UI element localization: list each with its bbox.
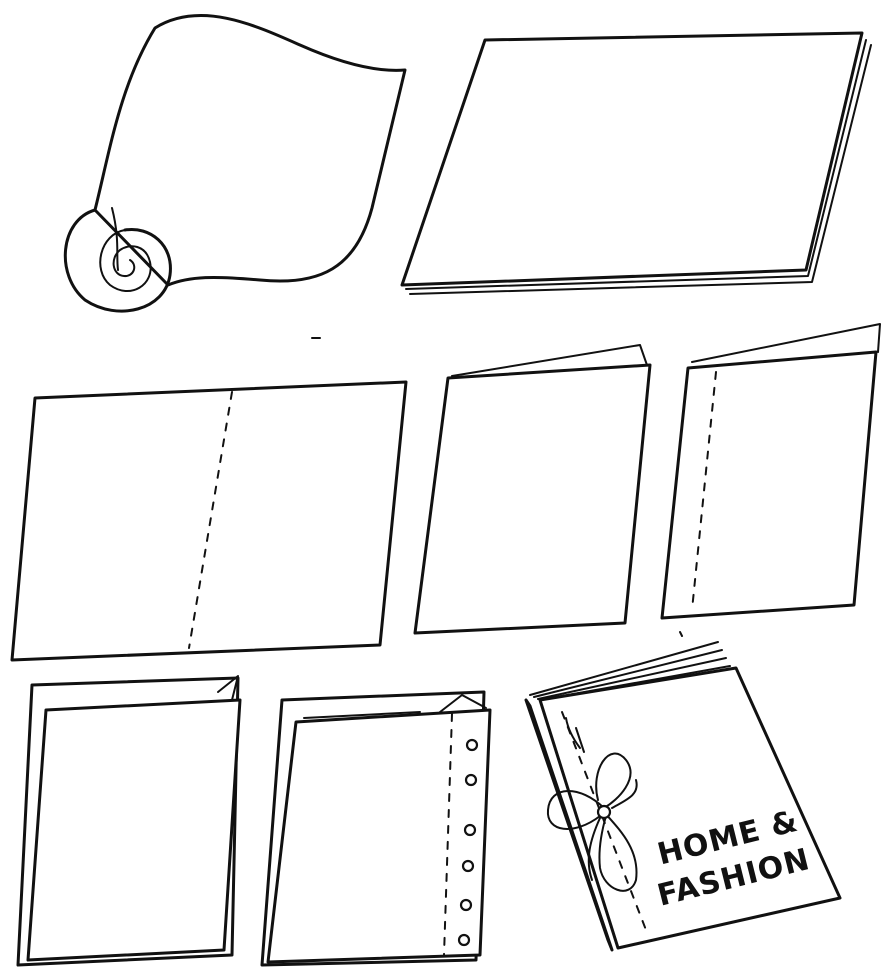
punch-hole — [465, 825, 475, 835]
punch-hole — [467, 740, 477, 750]
pen-mark — [680, 632, 682, 636]
punched-signature — [262, 692, 490, 965]
punch-hole — [466, 775, 476, 785]
punch-hole — [463, 861, 473, 871]
signature-with-cover — [18, 676, 240, 965]
folded-sheet-stitch-line — [662, 324, 880, 618]
paper-roll — [65, 16, 405, 312]
folded-sheet — [415, 345, 650, 633]
flat-sheet-stack — [402, 33, 871, 294]
sheet-with-fold-line — [12, 382, 406, 660]
punch-hole — [459, 935, 469, 945]
punch-hole — [461, 900, 471, 910]
finished-book: HOME & FASHION — [526, 642, 840, 950]
